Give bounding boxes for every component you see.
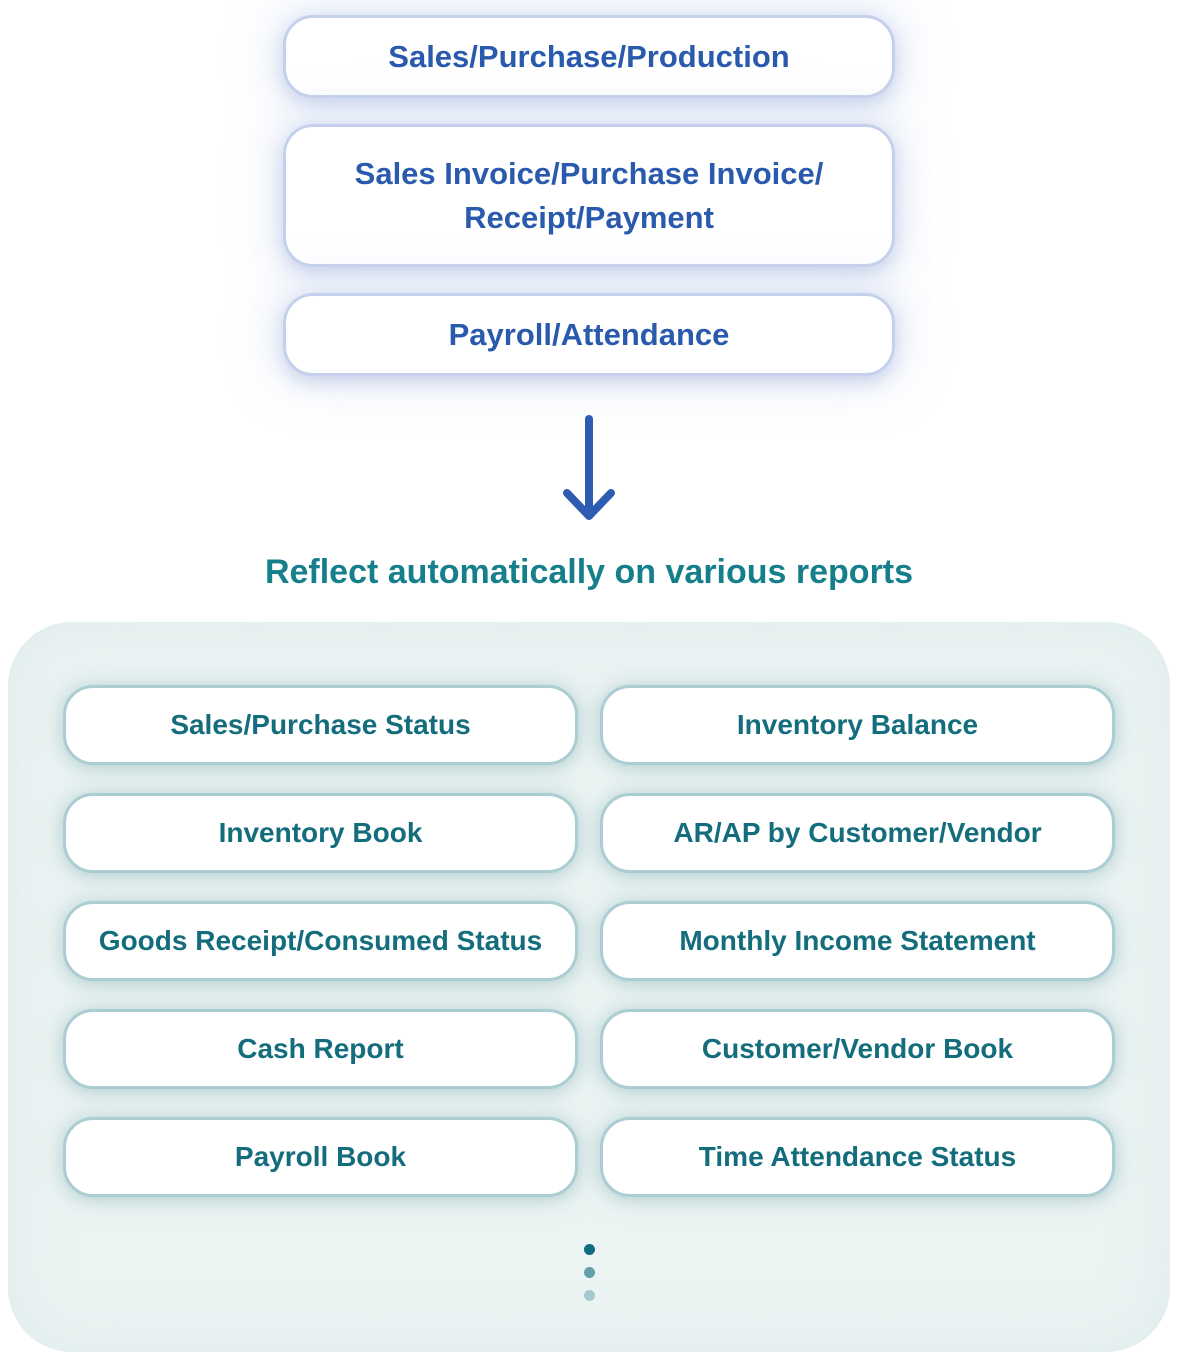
ellipsis-dot-3 <box>583 1290 595 1301</box>
flow-box-label: Payroll/Attendance <box>448 316 730 352</box>
section-heading: Reflect automatically on various reports <box>264 553 914 591</box>
vertical-ellipsis-icon <box>8 1244 1170 1301</box>
report-pill-monthly-income-statement: Monthly Income Statement <box>600 901 1115 981</box>
report-pill-sales-purchase-status: Sales/Purchase Status <box>63 685 578 765</box>
report-pill-inventory-balance: Inventory Balance <box>600 685 1115 765</box>
report-pill-label: Monthly Income Statement <box>679 925 1036 956</box>
ellipsis-dot-2 <box>583 1267 595 1278</box>
report-pill-label: Goods Receipt/Consumed Status <box>98 925 543 956</box>
flow-box-label-line2: Receipt/Payment <box>464 199 714 235</box>
report-pill-label: Customer/Vendor Book <box>701 1033 1014 1064</box>
ellipsis-dot-1 <box>583 1244 595 1255</box>
report-pill-inventory-book: Inventory Book <box>63 793 578 873</box>
reports-grid: Sales/Purchase Status Inventory Balance … <box>63 685 1115 1197</box>
report-pill-label: Inventory Balance <box>736 709 979 740</box>
flow-box-sales-purchase-production: Sales/Purchase/Production <box>283 15 895 98</box>
report-pill-label: Inventory Book <box>218 817 423 848</box>
flow-box-label: Sales/Purchase/Production <box>388 38 790 74</box>
report-pill-customer-vendor-book: Customer/Vendor Book <box>600 1009 1115 1089</box>
reports-panel: Sales/Purchase Status Inventory Balance … <box>8 622 1170 1352</box>
report-pill-label: Time Attendance Status <box>698 1141 1017 1172</box>
report-pill-goods-receipt-consumed-status: Goods Receipt/Consumed Status <box>63 901 578 981</box>
report-pill-payroll-book: Payroll Book <box>63 1117 578 1197</box>
source-modules-group: Sales/Purchase/Production Sales Invoice/… <box>283 15 895 376</box>
flow-box-invoices-receipt-payment: Sales Invoice/Purchase Invoice/ Receipt/… <box>283 124 895 267</box>
report-pill-time-attendance-status: Time Attendance Status <box>600 1117 1115 1197</box>
report-pill-label: Sales/Purchase Status <box>170 709 471 740</box>
report-pill-label: Payroll Book <box>234 1141 407 1172</box>
down-arrow-icon <box>561 414 617 522</box>
report-pill-ar-ap-by-customer-vendor: AR/AP by Customer/Vendor <box>600 793 1115 873</box>
report-pill-label: Cash Report <box>237 1033 404 1064</box>
flow-box-payroll-attendance: Payroll/Attendance <box>283 293 895 376</box>
report-pill-cash-report: Cash Report <box>63 1009 578 1089</box>
report-pill-label: AR/AP by Customer/Vendor <box>673 817 1042 848</box>
flow-box-label-line1: Sales Invoice/Purchase Invoice/ <box>354 155 824 191</box>
